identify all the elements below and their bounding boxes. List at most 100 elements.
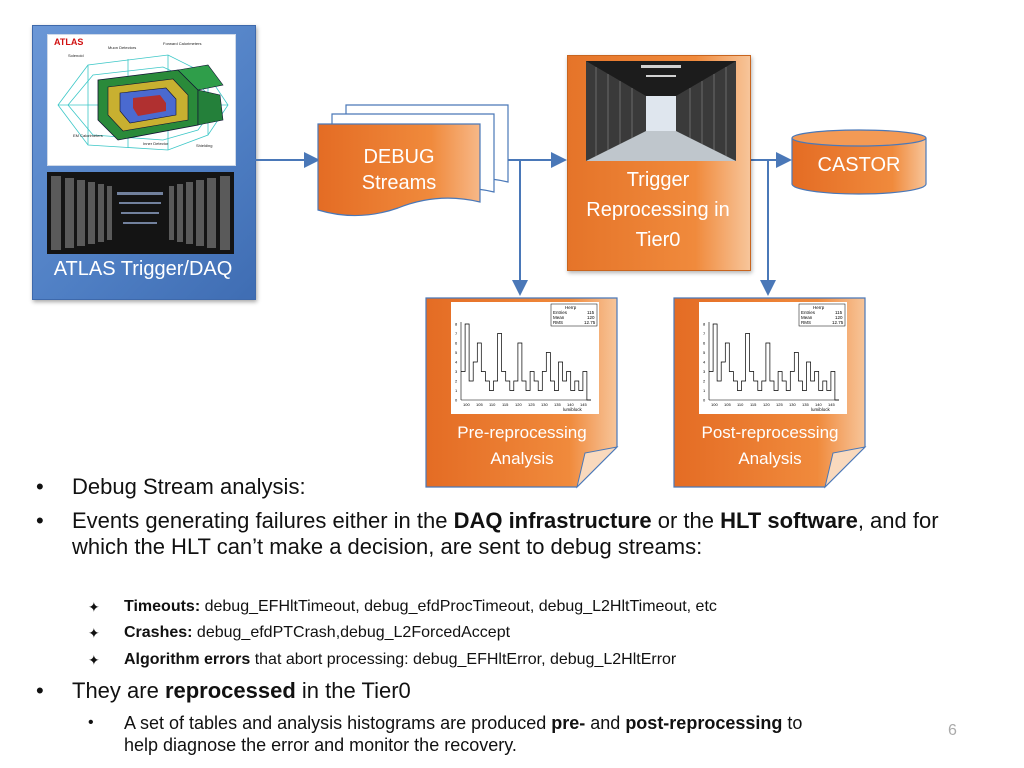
- hist-ytick: 8: [703, 322, 706, 327]
- stats-box: [798, 303, 846, 327]
- hist-xtick: 100: [711, 402, 718, 407]
- hist-ytick: 5: [703, 350, 706, 355]
- pre-line2: Analysis: [490, 449, 554, 468]
- hist-title: Herrp: [813, 305, 825, 310]
- s4-bold-post: post-reprocessing: [625, 713, 783, 733]
- bullet-marker: •: [36, 678, 44, 703]
- hist-xtick: 105: [724, 402, 731, 407]
- hist-xtick: 115: [750, 402, 757, 407]
- svg-text:Inner Detector: Inner Detector: [143, 141, 169, 146]
- hist-title: Herrp: [565, 305, 577, 310]
- hist-ytick: 2: [703, 379, 706, 384]
- post-histogram-plot: Herrp Entries 115 Mean 120 RMS 12.75 lum…: [699, 302, 847, 414]
- hist-ytick: 4: [455, 360, 458, 365]
- hist-entries-value: 115: [835, 310, 843, 315]
- hist-ytick: 7: [455, 331, 458, 336]
- b2-post2: streams:: [617, 534, 703, 559]
- hist-ytick: 1: [703, 388, 706, 393]
- hist-ytick: 8: [455, 322, 458, 327]
- hist-xtick: 140: [567, 402, 574, 407]
- hist-xtick: 120: [763, 402, 770, 407]
- hist-ytick: 1: [455, 388, 458, 393]
- b2-bold-hlt: HLT software: [720, 508, 858, 533]
- hist-rms-label: RMS: [801, 320, 811, 325]
- pre-analysis-label: Pre-reprocessing Analysis: [425, 420, 619, 472]
- atlas-detector-image: ATLAS Muon Detectors Forward Calorimeter…: [47, 34, 236, 166]
- hist-xtick: 120: [515, 402, 522, 407]
- hist-xtick: 100: [463, 402, 470, 407]
- svg-text:EM Calorimeters: EM Calorimeters: [73, 133, 103, 138]
- sub-bullet-marker: ✦: [88, 599, 100, 615]
- svg-text:Shielding: Shielding: [196, 143, 212, 148]
- post-line1: Post-reprocessing: [701, 423, 839, 442]
- hist-xtick: 145: [580, 402, 587, 407]
- b2-mid: or the: [651, 508, 721, 533]
- tier0-line2: Reprocessing in: [586, 199, 730, 221]
- hist-mean-value: 120: [835, 315, 843, 320]
- hist-ytick: 7: [703, 331, 706, 336]
- hist-xtick: 110: [489, 402, 496, 407]
- bullet-marker: •: [36, 474, 44, 499]
- hist-xtick: 110: [737, 402, 744, 407]
- server-room-image: [47, 172, 234, 254]
- tier0-line3: Tier0: [635, 229, 681, 251]
- sub-bullet-marker: ✦: [88, 625, 100, 641]
- s1-bold: Timeouts:: [124, 598, 201, 615]
- hist-ytick: 3: [455, 369, 458, 374]
- sub-bullet-marker: •: [88, 714, 94, 731]
- hist-rms-label: RMS: [553, 320, 563, 325]
- s4-pre: A set of tables and analysis histograms …: [124, 713, 552, 733]
- hist-ytick: 2: [455, 379, 458, 384]
- s3-text: that abort processing: debug_EFHltError,…: [250, 651, 677, 668]
- pre-histogram: Herrp Entries 115 Mean 120 RMS 12.75 lum…: [451, 302, 599, 414]
- b2-pre: Events generating failures either in the: [72, 508, 454, 533]
- bullet-text: Events generating failures either in the…: [72, 508, 972, 560]
- pre-histogram-plot: Herrp Entries 115 Mean 120 RMS 12.75 lum…: [451, 302, 599, 414]
- hist-entries-label: Entries: [553, 310, 568, 315]
- post-histogram: Herrp Entries 115 Mean 120 RMS 12.75 lum…: [699, 302, 847, 414]
- debug-label-line2: Streams: [361, 172, 437, 194]
- sub-bullet-marker: ✦: [88, 652, 100, 668]
- hist-ytick: 0: [455, 398, 458, 403]
- hist-ytick: 3: [703, 369, 706, 374]
- hist-ytick: 5: [455, 350, 458, 355]
- hist-entries-value: 115: [587, 310, 595, 315]
- hist-xtick: 105: [476, 402, 483, 407]
- hist-rms-value: 12.75: [832, 320, 844, 325]
- hist-rms-value: 12.75: [584, 320, 596, 325]
- s4-line2: help diagnose the error and monitor the …: [124, 735, 517, 755]
- s3-bold: Algorithm errors: [124, 651, 251, 668]
- s4-mid: and: [585, 713, 626, 733]
- hist-xtick: 135: [554, 402, 561, 407]
- pre-line1: Pre-reprocessing: [457, 423, 587, 442]
- hist-ytick: 6: [703, 341, 706, 346]
- hist-xtick: 135: [802, 402, 809, 407]
- post-line2: Analysis: [738, 449, 802, 468]
- s1-text: debug_EFHltTimeout, debug_efdProcTimeout…: [200, 598, 717, 615]
- atlas-trigger-daq-label: ATLAS Trigger/DAQ: [53, 258, 233, 280]
- svg-text:Solenoid: Solenoid: [68, 53, 84, 58]
- s4-post: to: [782, 713, 803, 733]
- atlas-logo-text: ATLAS: [54, 37, 83, 47]
- svg-text:Muon Detectors: Muon Detectors: [108, 45, 136, 50]
- castor-cylinder: [791, 129, 927, 195]
- hist-mean-value: 120: [587, 315, 595, 320]
- hist-ytick: 4: [703, 360, 706, 365]
- tier0-label: Trigger Reprocessing in Tier0: [567, 165, 749, 255]
- debug-streams-shape: [317, 104, 509, 217]
- hist-mean-label: Mean: [801, 315, 813, 320]
- s4-bold-pre: pre-: [551, 713, 586, 733]
- s2-bold: Crashes:: [124, 624, 193, 641]
- bullet-marker: •: [36, 508, 44, 533]
- page-number: 6: [948, 722, 957, 739]
- hist-xtick: 115: [502, 402, 509, 407]
- hist-xlabel: lumiblock: [811, 407, 831, 412]
- bullet-text: Debug Stream analysis:: [72, 474, 306, 499]
- b3-bold: reprocessed: [164, 678, 296, 703]
- post-analysis-label: Post-reprocessing Analysis: [673, 420, 867, 472]
- b2-bold-daq: DAQ infrastructure: [453, 508, 652, 533]
- debug-streams-label: DEBUG Streams: [318, 144, 480, 196]
- s2-text: debug_efdPTCrash,debug_L2ForcedAccept: [192, 624, 511, 641]
- hist-entries-label: Entries: [801, 310, 816, 315]
- hist-mean-label: Mean: [553, 315, 565, 320]
